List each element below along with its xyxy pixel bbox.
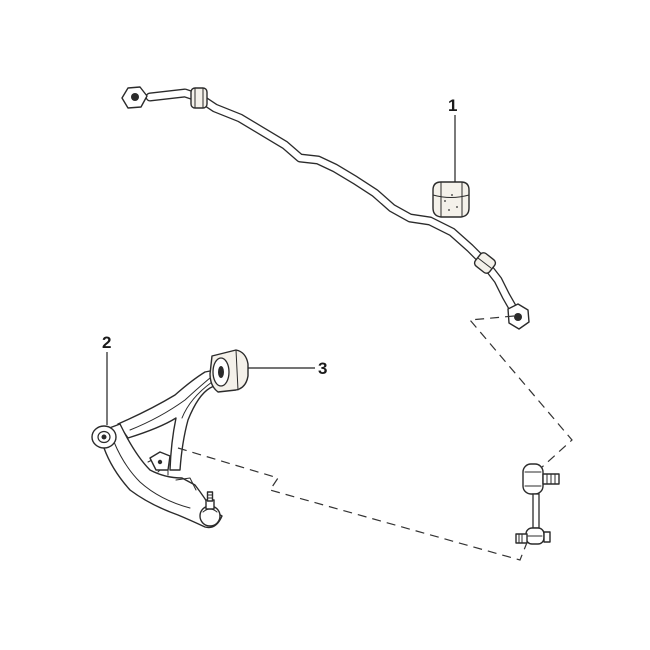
assembly-connector-lines [177, 315, 573, 561]
callout-leaders [106, 115, 456, 425]
stabilizer-left-end-eye [121, 86, 148, 109]
stabilizer-left-bushing [190, 87, 208, 109]
stabilizer-bushing-part-1 [432, 181, 470, 218]
connector-bar-to-link [468, 315, 573, 469]
ball-joint [199, 491, 221, 527]
connector-arm-to-link [177, 447, 529, 561]
stabilizer-link [515, 463, 560, 545]
front-arm-bushing-part-2 [91, 425, 117, 449]
stabilizer-bar [121, 86, 530, 330]
callout-label-3: 3 [318, 359, 327, 378]
rear-arm-bushing-part-3 [209, 349, 249, 393]
stabilizer-right-bushing [473, 252, 497, 274]
lower-control-arm [103, 369, 223, 529]
callout-label-1: 1 [448, 96, 457, 115]
callout-label-2: 2 [102, 333, 111, 352]
stabilizer-right-end-eye [507, 303, 530, 330]
